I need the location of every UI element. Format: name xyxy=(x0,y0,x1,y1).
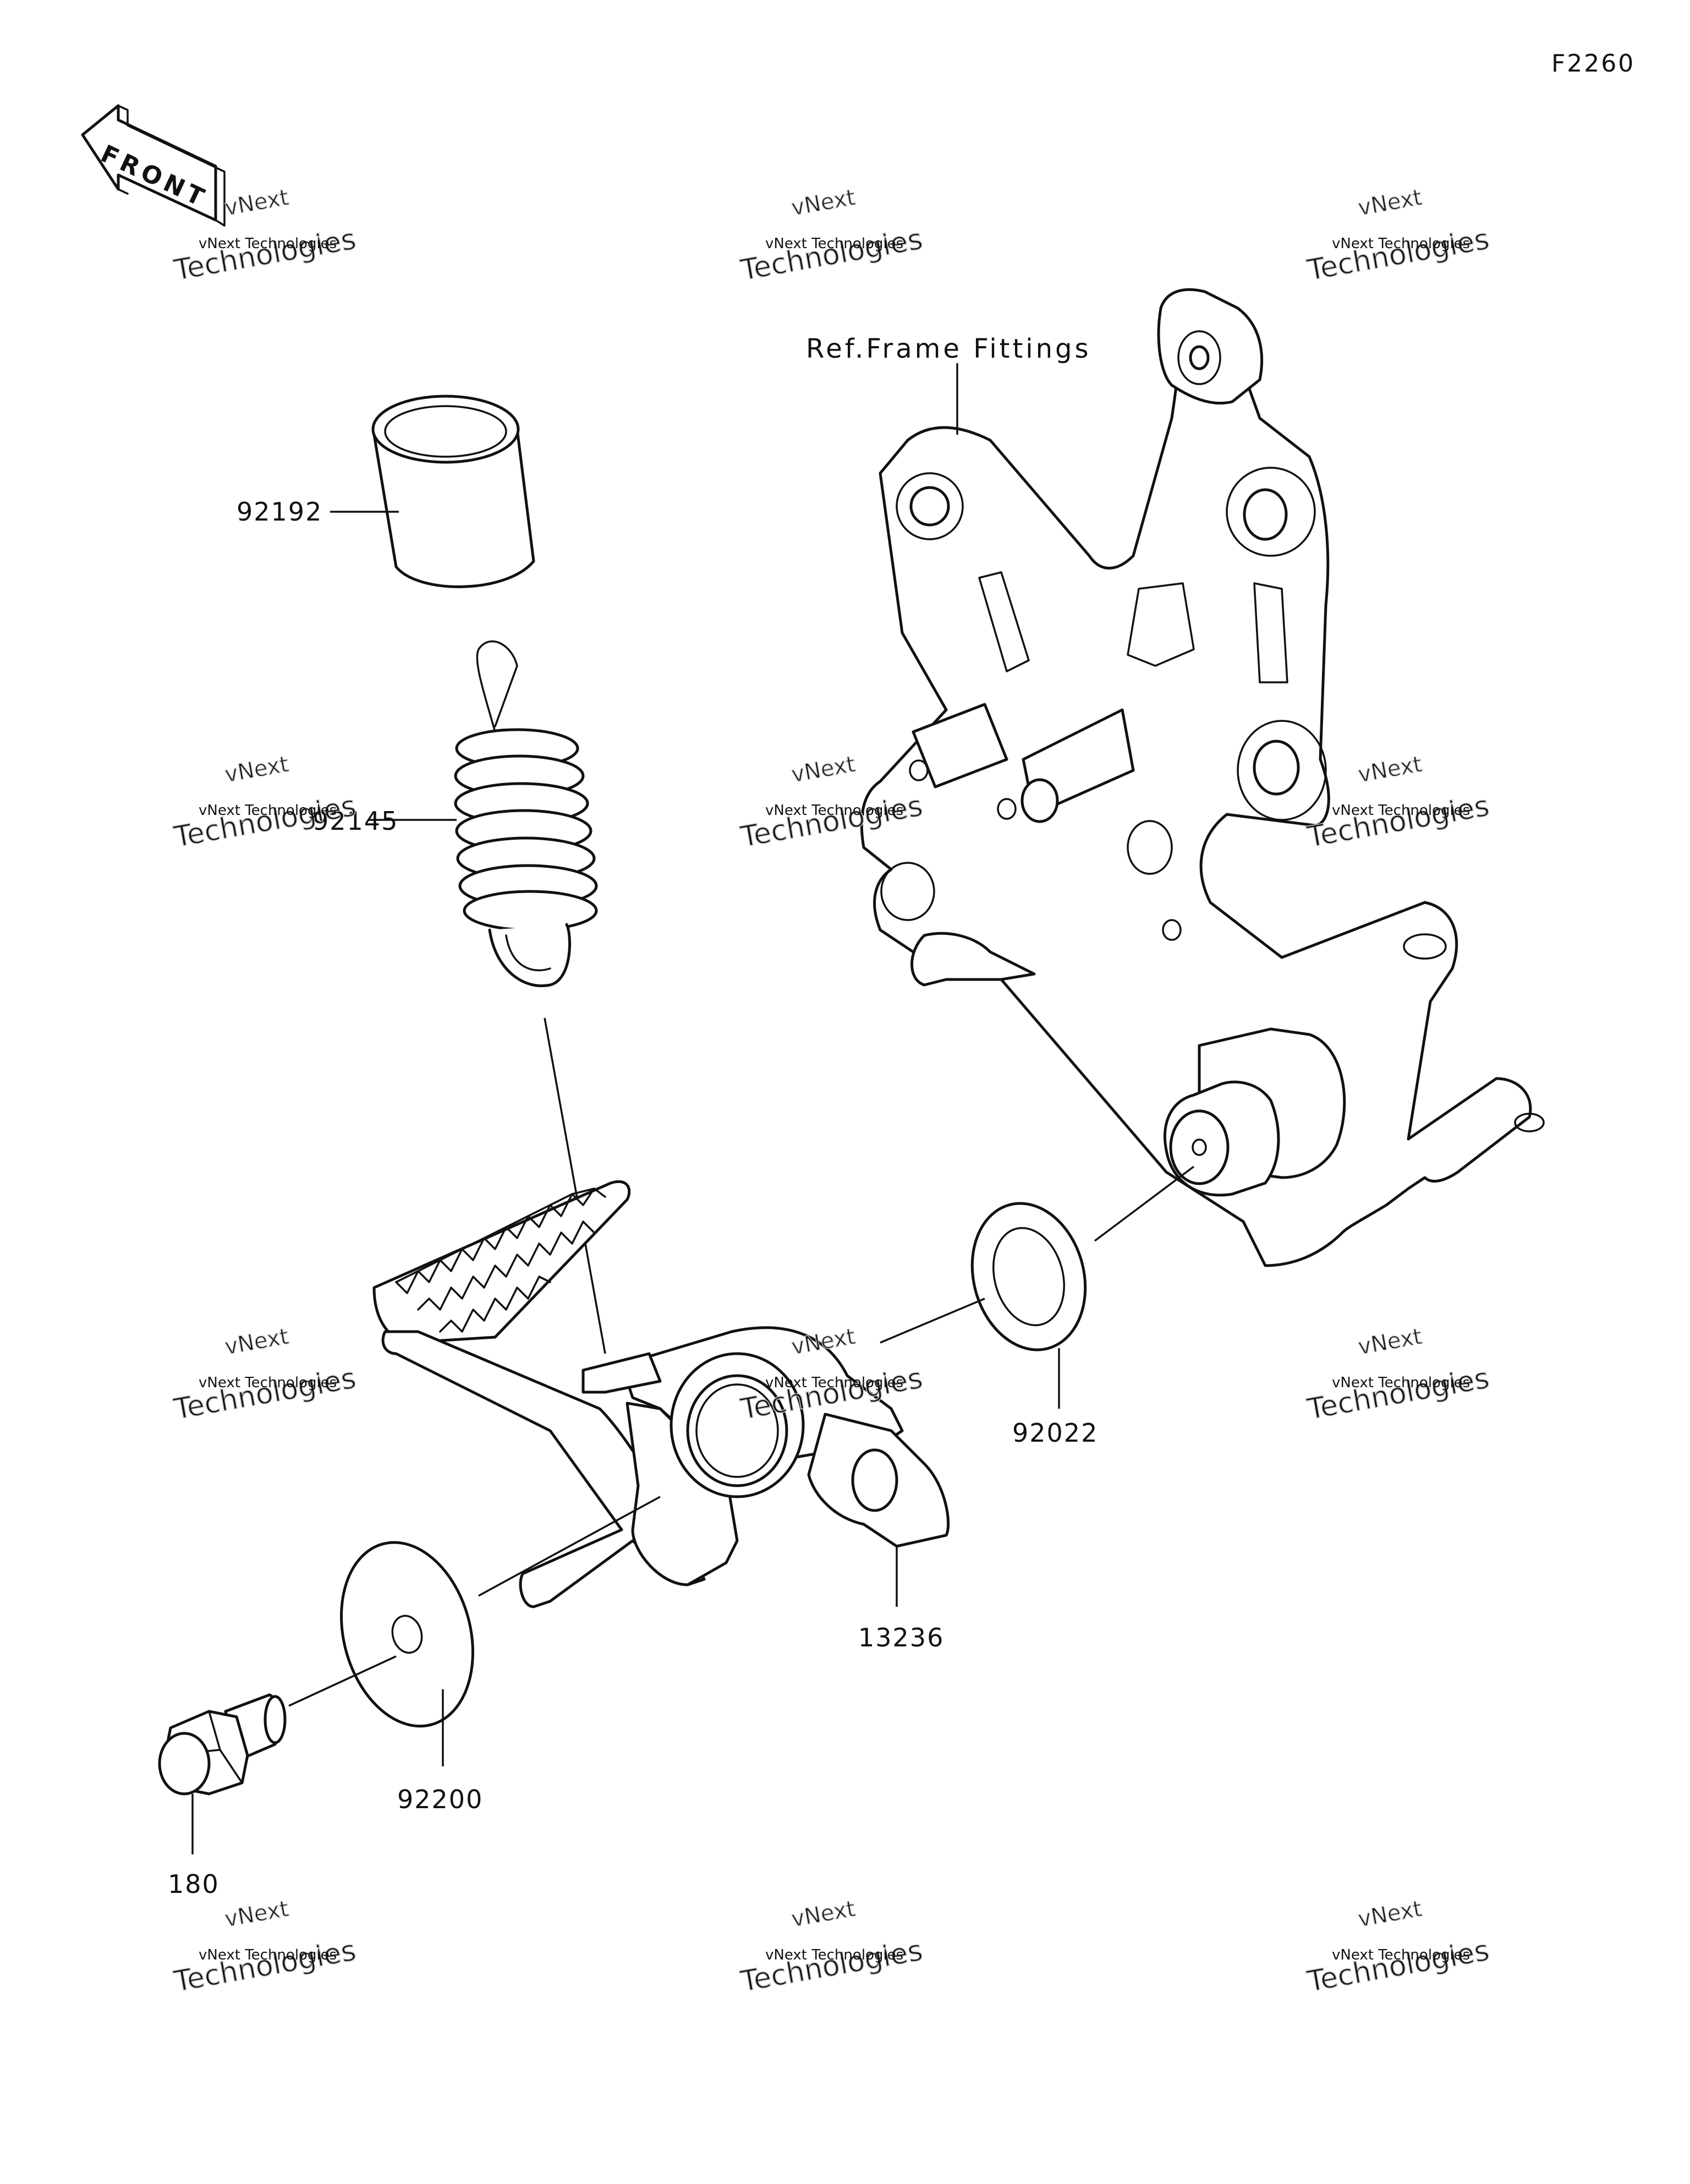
watermark-small-text: vNext Technologies xyxy=(1332,802,1470,819)
part-collar xyxy=(371,395,535,588)
watermark-top-text: vNext xyxy=(789,1896,857,1933)
watermark-small-text: vNext Technologies xyxy=(199,236,337,252)
watermark-top-text: vNext xyxy=(1356,752,1424,788)
watermark-top-text: vNext xyxy=(1356,1324,1424,1360)
label-92022: 92022 xyxy=(1012,1418,1098,1448)
part-washer-large xyxy=(340,1541,474,1728)
watermark-large-text: Technologies xyxy=(1304,790,1491,854)
watermark-large-text: Technologies xyxy=(1304,223,1491,287)
watermark-top-text: vNext xyxy=(789,1324,857,1360)
watermark-top-text: vNext xyxy=(1356,1896,1424,1933)
watermark-small-text: vNext Technologies xyxy=(1332,1375,1470,1391)
watermark-small-text: vNext Technologies xyxy=(765,1375,903,1391)
watermark-large-text: Technologies xyxy=(171,1934,358,1999)
part-pedal xyxy=(372,1180,950,1608)
watermark-small-text: vNext Technologies xyxy=(1332,236,1470,252)
watermark-large-text: Technologies xyxy=(171,790,358,854)
watermark-top-text: vNext xyxy=(223,1324,290,1360)
watermark-large-text: Technologies xyxy=(738,223,925,287)
watermark-top-text: vNext xyxy=(223,185,290,221)
watermark-large-text: Technologies xyxy=(1304,1362,1491,1426)
part-washer-small xyxy=(970,1202,1087,1351)
label-92192: 92192 xyxy=(237,497,322,527)
watermark-top-text: vNext xyxy=(223,1896,290,1933)
figure-code: F2260 xyxy=(1551,50,1635,78)
watermark-small-text: vNext Technologies xyxy=(765,802,903,819)
front-arrow-icon: FRONT xyxy=(81,104,226,227)
part-bolt xyxy=(158,1693,287,1796)
watermark-large-text: Technologies xyxy=(171,223,358,287)
watermark-large-text: Technologies xyxy=(1304,1934,1491,1999)
part-spring xyxy=(454,640,598,987)
watermark-small-text: vNext Technologies xyxy=(765,236,903,252)
watermark-small-text: vNext Technologies xyxy=(765,1947,903,1963)
watermark-top-text: vNext xyxy=(223,752,290,788)
frame-bracket xyxy=(860,288,1545,1267)
label-13236: 13236 xyxy=(858,1623,944,1652)
watermark-top-text: vNext xyxy=(789,752,857,788)
label-92200: 92200 xyxy=(397,1785,483,1814)
label-92145: 92145 xyxy=(312,806,398,836)
label-reference: Ref.Frame Fittings xyxy=(806,333,1091,364)
watermark-top-text: vNext xyxy=(789,185,857,221)
watermark-small-text: vNext Technologies xyxy=(1332,1947,1470,1963)
watermark-large-text: Technologies xyxy=(738,1934,925,1999)
watermark-large-text: Technologies xyxy=(171,1362,358,1426)
label-180: 180 xyxy=(168,1869,220,1899)
watermark-top-text: vNext xyxy=(1356,185,1424,221)
watermark-small-text: vNext Technologies xyxy=(199,1375,337,1391)
watermark-small-text: vNext Technologies xyxy=(199,1947,337,1963)
watermark-small-text: vNext Technologies xyxy=(199,802,337,819)
